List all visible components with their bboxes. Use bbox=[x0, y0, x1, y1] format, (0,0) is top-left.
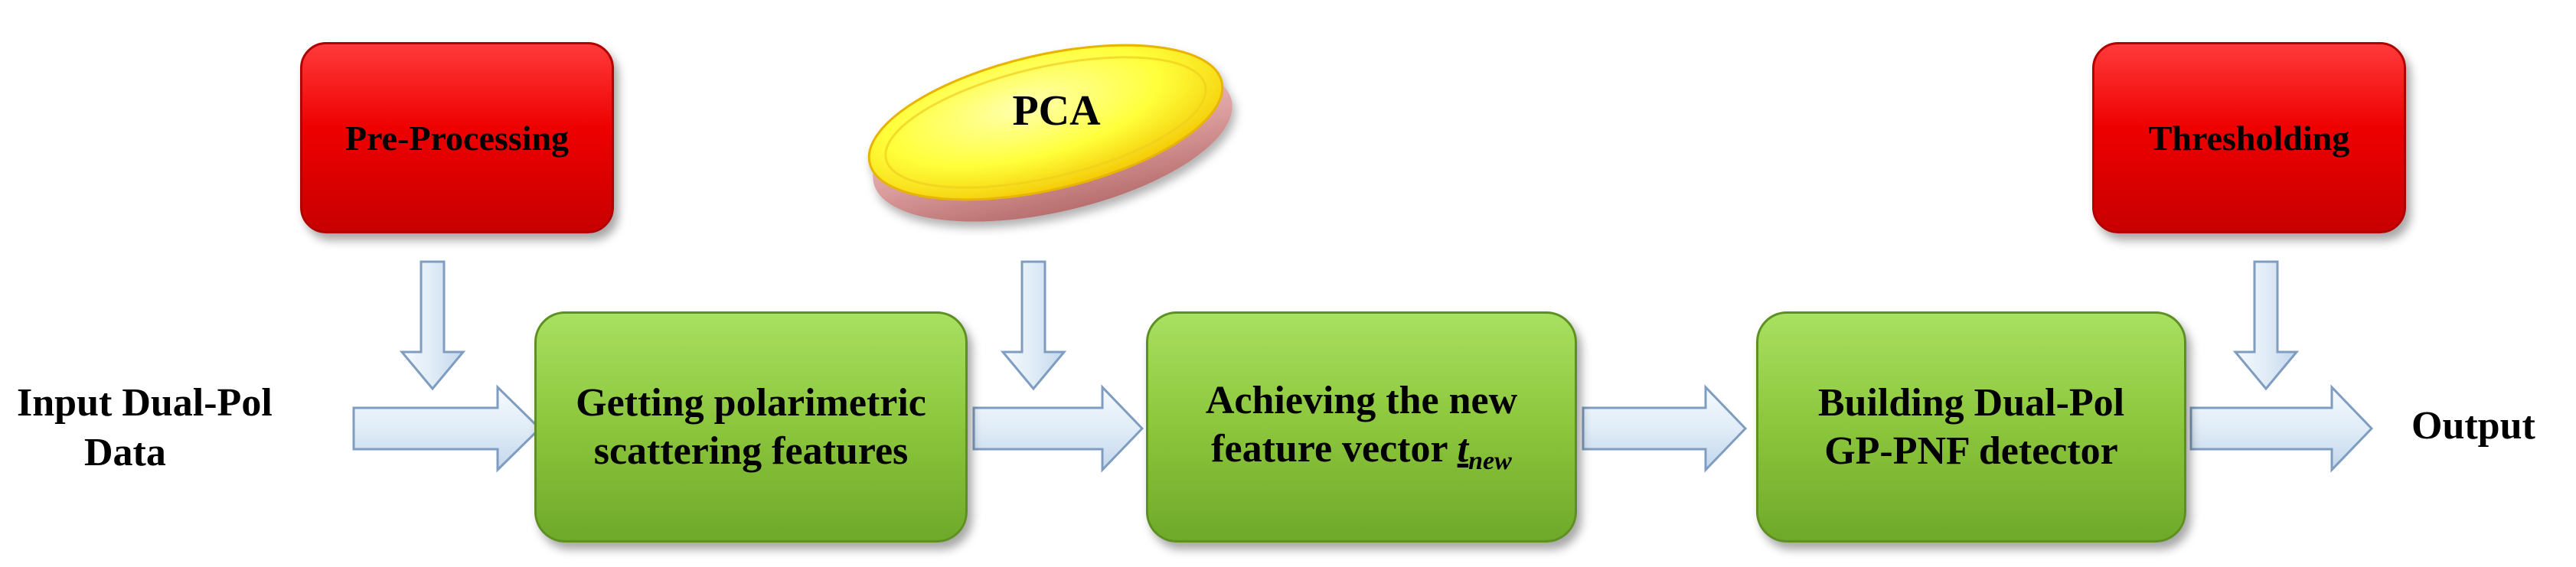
output-label: Output bbox=[2411, 404, 2535, 448]
arrow-features-to-vector bbox=[972, 384, 1144, 473]
input-label-line-1: Input Dual-Pol bbox=[17, 381, 273, 425]
arrow-pca-down bbox=[1000, 260, 1067, 391]
feature-vector-prefix: feature vector bbox=[1211, 427, 1458, 471]
pre-processing-label: Pre-Processing bbox=[344, 118, 570, 158]
pre-processing-box: Pre-Processing bbox=[300, 42, 614, 233]
feature-vector-subscript: new bbox=[1468, 447, 1512, 476]
arrow-input-to-features bbox=[352, 384, 542, 473]
arrow-thresholding-down bbox=[2232, 260, 2300, 391]
features-box: Getting polarimetric scattering features bbox=[534, 311, 968, 543]
thresholding-label: Thresholding bbox=[2148, 118, 2350, 158]
input-label: Input Dual-Pol Data bbox=[17, 378, 338, 477]
feature-vector-line-2: feature vector tnew bbox=[1206, 425, 1517, 477]
feature-vector-symbol: t bbox=[1457, 427, 1469, 471]
detector-line-1: Building Dual-Pol bbox=[1817, 380, 2125, 425]
arrow-vector-to-detector bbox=[1582, 384, 1748, 473]
feature-vector-line-1: Achieving the new bbox=[1205, 379, 1518, 423]
arrow-detector-to-output bbox=[2189, 384, 2374, 473]
input-label-line-2: Data bbox=[84, 431, 166, 474]
arrow-preprocessing-down bbox=[399, 260, 466, 391]
thresholding-box: Thresholding bbox=[2092, 42, 2406, 233]
detector-line-2: GP-PNF detector bbox=[1824, 429, 2118, 473]
features-line-1: Getting polarimetric bbox=[576, 380, 926, 425]
feature-vector-box: Achieving the new feature vector tnew bbox=[1146, 311, 1577, 543]
pca-disc bbox=[867, 44, 1232, 222]
features-line-2: scattering features bbox=[593, 429, 909, 473]
pca-label: PCA bbox=[1012, 87, 1101, 135]
detector-box: Building Dual-Pol GP-PNF detector bbox=[1756, 311, 2186, 543]
